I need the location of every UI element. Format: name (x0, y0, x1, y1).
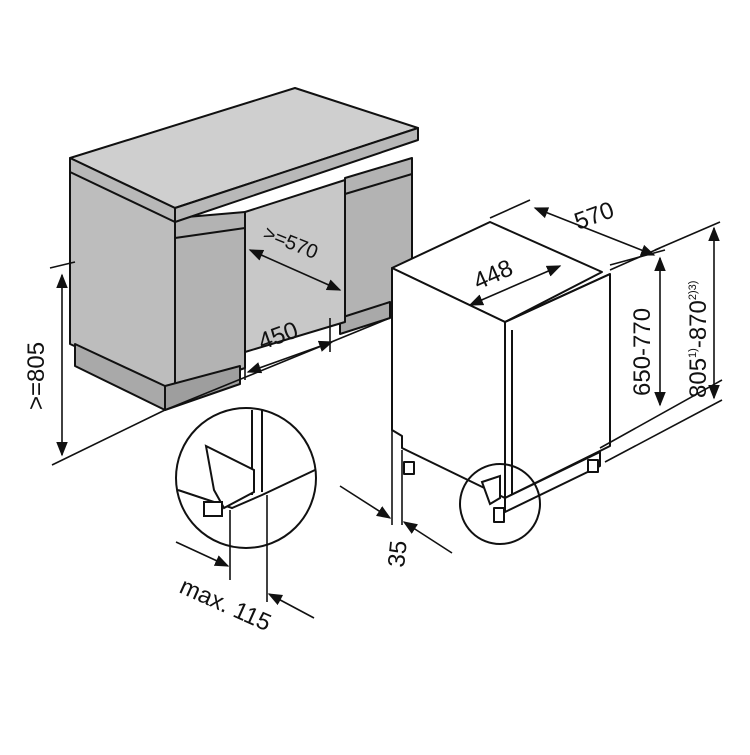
cabinet-left-plinth-front (164, 365, 241, 411)
niche-height-label: >=805 (23, 342, 50, 410)
height-ext-top (609, 249, 666, 266)
total-height-ext-top (654, 221, 721, 251)
offset-35-right-arrow (402, 521, 453, 554)
detail-right-arrow (267, 593, 315, 619)
countertop-side-edge (69, 157, 176, 223)
kitchen-cabinet (69, 87, 419, 411)
total-height-ext-bottom (604, 399, 723, 463)
width-448-arrow (468, 265, 562, 306)
height-650-770-label: 650-770 (629, 308, 656, 396)
detail-dimensions (175, 495, 315, 619)
cabinet-left-front (174, 211, 246, 393)
detail-foot-wedge (204, 444, 255, 510)
floor-line (164, 317, 391, 411)
offset-35-label: 35 (383, 539, 413, 568)
detail-small-foot (480, 474, 501, 506)
depth-ext-1 (489, 199, 531, 219)
height-ext-bottom (599, 379, 723, 449)
dishwasher-foot-3 (587, 459, 599, 473)
detail-max-label: max. 115 (176, 573, 276, 637)
dishwasher-foot-1 (403, 461, 415, 475)
total-height-label: 8051)-8702)3) (685, 281, 712, 398)
detail-circle-small (459, 463, 541, 545)
dishwasher-plinth (504, 451, 601, 513)
detail-callout-small (459, 463, 541, 545)
cabinet-right-door-line (344, 173, 413, 195)
detail-plinth-line (177, 469, 316, 510)
detail-callout-large (175, 407, 317, 549)
dishwasher-foot-2 (493, 507, 505, 523)
dishwasher-dimensions (339, 199, 723, 554)
dishwasher (391, 221, 611, 523)
niche-width-arrow (248, 249, 342, 291)
detail-foot (203, 501, 223, 517)
niche-height-ext-top (49, 261, 76, 269)
detail-left-arrow (175, 541, 230, 567)
cabinet-left-door-line (174, 227, 246, 239)
niche-height-ext-bottom (51, 409, 166, 466)
depth-570-label: 570 (571, 197, 618, 236)
offset-35-left-arrow (339, 485, 392, 519)
depth-570-arrow (533, 207, 656, 256)
